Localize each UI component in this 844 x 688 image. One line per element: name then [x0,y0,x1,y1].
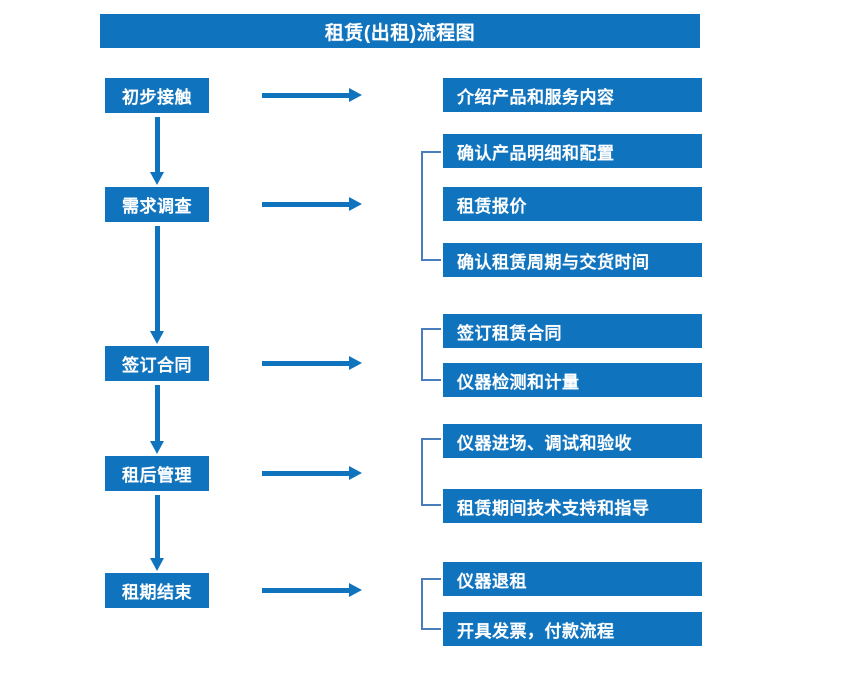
arrow-shaft [262,361,350,366]
stage-box-needs-survey: 需求调查 [105,187,209,222]
stage-box-post-rental-management: 租后管理 [105,456,209,491]
detail-box-confirm-rental-period-delivery: 确认租赁周期与交货时间 [443,243,702,277]
detail-box-instrument-return: 仪器退租 [443,562,702,596]
arrow-shaft [155,226,160,331]
arrow-shaft [155,385,160,441]
detail-box-sign-rental-contract: 签订租赁合同 [443,314,702,348]
detail-box-instrument-testing-metrology: 仪器检测和计量 [443,363,702,397]
arrow-shaft [155,495,160,558]
diagram-title: 租赁(出租)流程图 [100,14,700,48]
group-bracket-needs-survey [421,151,441,261]
down-arrow-icon-stage4-to-stage5 [150,495,164,571]
down-arrow-icon-stage1-to-stage2 [150,117,164,185]
group-bracket-sign-contract [421,328,441,381]
down-arrow-icon-stage2-to-stage3 [150,226,164,344]
right-arrow-icon-stage4-details [262,466,362,480]
arrow-head [150,441,164,454]
arrow-head [349,356,362,370]
stage-box-sign-contract: 签订合同 [105,346,209,381]
detail-box-technical-support-guidance: 租赁期间技术支持和指导 [443,489,702,523]
arrow-head [150,331,164,344]
right-arrow-icon-stage5-details [262,583,362,597]
detail-box-invoice-payment-process: 开具发票，付款流程 [443,612,702,646]
stage-box-lease-end: 租期结束 [105,573,209,608]
stage-box-initial-contact: 初步接触 [105,78,209,113]
detail-box-instrument-entry-commissioning-acceptance: 仪器进场、调试和验收 [443,424,702,458]
group-bracket-lease-end [421,578,441,630]
arrow-shaft [262,471,350,476]
arrow-head [349,583,362,597]
arrow-shaft [262,588,350,593]
arrow-shaft [262,93,350,98]
arrow-head [349,197,362,211]
arrow-head [150,172,164,185]
arrow-head [150,558,164,571]
right-arrow-icon-stage1-details [262,88,362,102]
arrow-shaft [262,202,350,207]
arrow-head [349,466,362,480]
arrow-head [349,88,362,102]
right-arrow-icon-stage2-details [262,197,362,211]
arrow-shaft [155,117,160,172]
detail-box-introduce-products-services: 介绍产品和服务内容 [443,78,702,112]
group-bracket-post-rental-management [421,438,441,506]
right-arrow-icon-stage3-details [262,356,362,370]
detail-box-rental-quotation: 租赁报价 [443,187,702,221]
down-arrow-icon-stage3-to-stage4 [150,385,164,454]
detail-box-confirm-product-spec-config: 确认产品明细和配置 [443,134,702,168]
